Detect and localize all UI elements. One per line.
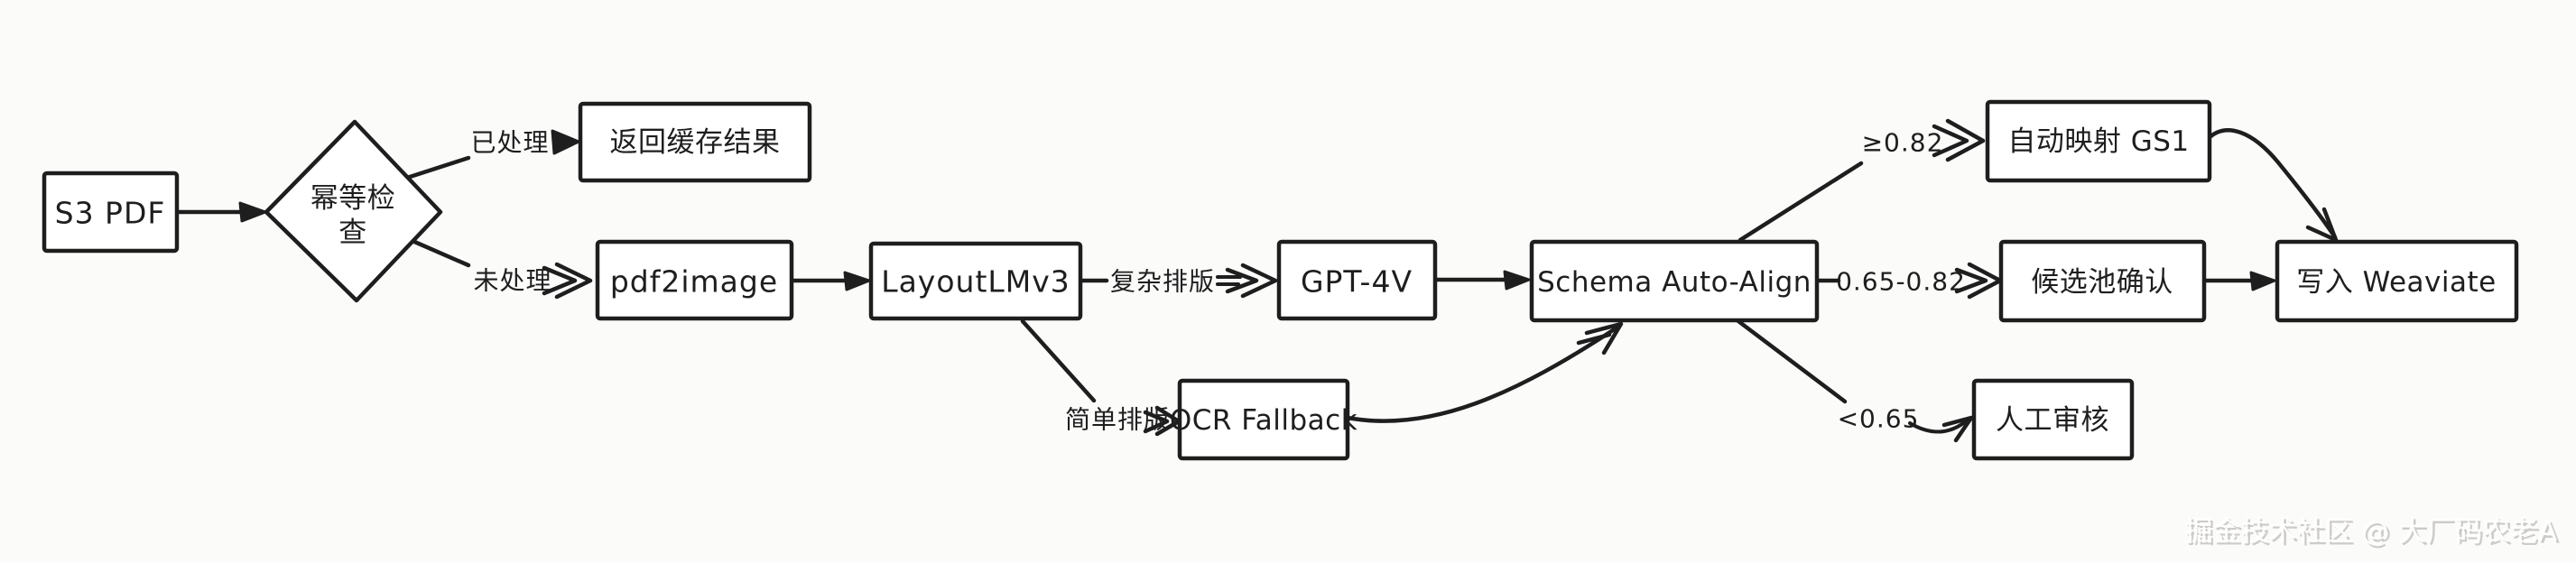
node-idempotency-check: 幂等检 查 bbox=[264, 119, 443, 303]
node-return-cached-label: 返回缓存结果 bbox=[610, 126, 781, 159]
node-candidate-pool: 候选池确认 bbox=[1998, 239, 2207, 323]
node-candidate-pool-label: 候选池确认 bbox=[2031, 266, 2173, 299]
node-write-weaviate: 写入 Weaviate bbox=[2275, 239, 2519, 323]
node-idempotency-check-label-line2: 查 bbox=[338, 217, 367, 249]
node-manual-review-label: 人工审核 bbox=[1996, 404, 2109, 437]
node-schema-auto-align: Schema Auto-Align bbox=[1529, 239, 1820, 323]
node-ocr-fallback: OCR Fallback bbox=[1170, 378, 1357, 461]
watermark: 掘金技术社区 @ 大厂码农老A 掘金技术社区 @ 大厂码农老A bbox=[2184, 515, 2560, 550]
watermark-text: 掘金技术社区 @ 大厂码农老A bbox=[2184, 515, 2557, 548]
edge-label-simple-layout: 简单排版 bbox=[1065, 405, 1170, 435]
node-write-weaviate-label: 写入 Weaviate bbox=[2296, 266, 2496, 299]
edge-label-processed: 已处理 bbox=[470, 128, 549, 158]
edge-label-unprocessed: 未处理 bbox=[473, 266, 551, 296]
node-idempotency-check-label-line1: 幂等检 bbox=[310, 182, 396, 215]
node-gpt4v: GPT-4V bbox=[1276, 239, 1438, 321]
arrow-s3pdf-to-check bbox=[174, 201, 267, 223]
edge-label-score-mid: 0.65-0.82 bbox=[1836, 267, 1966, 297]
arrow-ocr-to-schema bbox=[1345, 321, 1624, 423]
node-auto-map-gs1-label: 自动映射 GS1 bbox=[2007, 125, 2189, 158]
node-pdf2image-label: pdf2image bbox=[610, 264, 778, 300]
node-manual-review: 人工审核 bbox=[1971, 378, 2135, 461]
arrow-gs1-to-weaviate bbox=[2205, 128, 2339, 243]
arrow-check-to-cache bbox=[404, 129, 580, 180]
decision-diamond bbox=[264, 119, 443, 303]
node-ocr-fallback-label: OCR Fallback bbox=[1170, 404, 1357, 437]
arrow-pdf2image-to-layoutlmv3 bbox=[789, 271, 871, 291]
node-auto-map-gs1: 自动映射 GS1 bbox=[1985, 99, 2212, 183]
watermark-shadow-text: 掘金技术社区 @ 大厂码农老A bbox=[2187, 518, 2560, 550]
arrow-check-to-pdf2image bbox=[410, 238, 593, 300]
arrow-schema-to-gs1 bbox=[1737, 118, 1986, 243]
node-layoutlmv3-label: LayoutLMv3 bbox=[881, 264, 1070, 300]
node-pdf2image: pdf2image bbox=[595, 239, 794, 321]
arrow-schema-to-review bbox=[1736, 318, 1974, 443]
edge-label-complex-layout: 复杂排版 bbox=[1110, 267, 1215, 297]
edge-label-score-high: ≥0.82 bbox=[1862, 128, 1944, 158]
edge-label-score-low: <0.65 bbox=[1838, 404, 1920, 434]
node-schema-auto-align-label: Schema Auto-Align bbox=[1537, 266, 1812, 299]
arrow-pool-to-weaviate bbox=[2201, 271, 2276, 291]
node-s3-pdf: S3 PDF bbox=[42, 171, 180, 254]
node-s3-pdf-label: S3 PDF bbox=[55, 196, 166, 231]
node-return-cached: 返回缓存结果 bbox=[578, 101, 812, 183]
arrow-layoutlmv3-to-gpt4v bbox=[1078, 263, 1278, 299]
arrow-gpt4v-to-schema bbox=[1432, 270, 1531, 291]
node-layoutlmv3: LayoutLMv3 bbox=[868, 241, 1083, 321]
node-gpt4v-label: GPT-4V bbox=[1301, 264, 1413, 300]
